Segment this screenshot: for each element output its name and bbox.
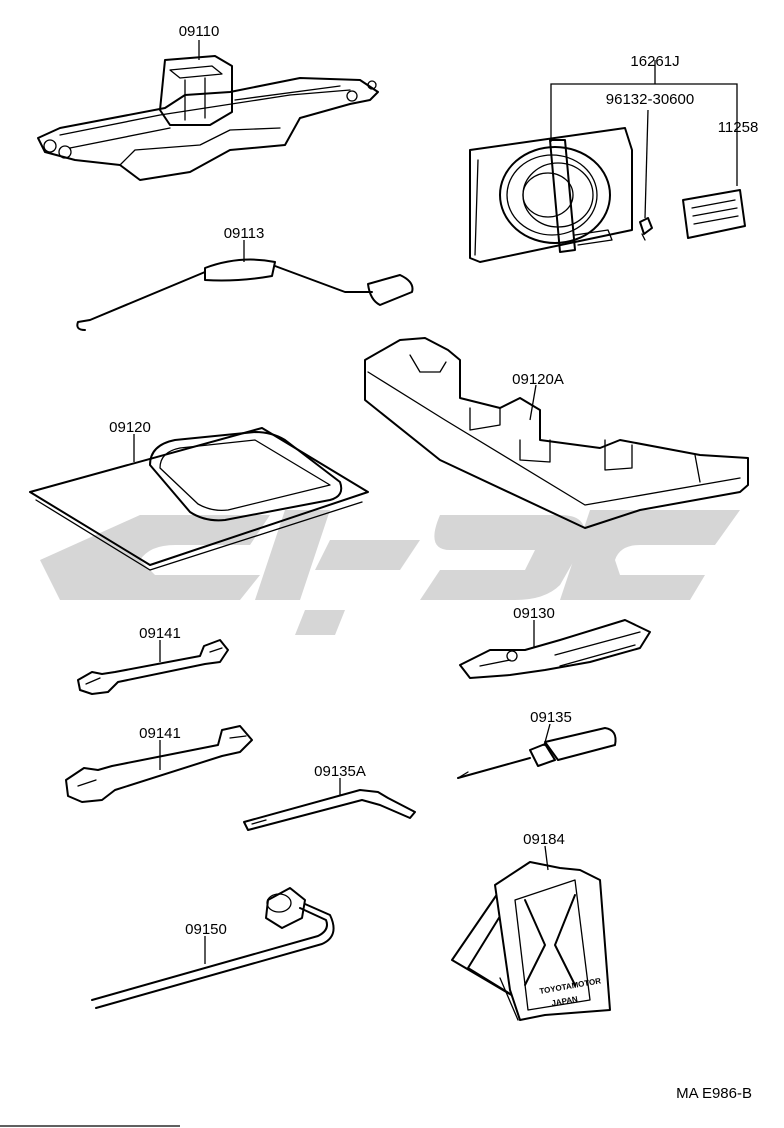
clamp-part-number: 96132-30600	[606, 91, 694, 108]
tray-leader	[529, 384, 537, 421]
jack-part-number: 09110	[179, 23, 220, 40]
tool-bag-part-number: 09120	[109, 419, 151, 436]
wrench-large-illustration	[65, 725, 253, 803]
bag-set-bracket	[550, 83, 738, 186]
jack-handle-illustration	[76, 258, 414, 331]
wrench-small-part-number: 09141	[139, 625, 181, 642]
tray-part-number: 09120A	[512, 371, 564, 388]
label-plate-illustration	[682, 189, 746, 239]
hub-nut-wrench-illustration	[91, 887, 335, 1009]
watermark	[40, 510, 740, 635]
pliers-part-number: 09130	[513, 605, 555, 622]
screwdriver-bar-illustration	[243, 789, 416, 831]
wheel-chock-part-number: 09184	[523, 831, 565, 848]
jack-illustration	[37, 55, 379, 181]
jack-handle-part-number: 09113	[224, 225, 265, 242]
diagram-code: MA E986-B	[676, 1085, 752, 1102]
screwdriver-illustration	[457, 727, 617, 779]
screwdriver-leader	[543, 723, 551, 747]
screwdriver-part-number: 09135	[530, 709, 572, 726]
tray-illustration	[364, 337, 749, 529]
clamp-leader	[644, 109, 649, 219]
tool-bag-illustration	[29, 427, 369, 571]
wheel-chock-leader	[544, 845, 549, 871]
rope-bag-illustration	[469, 127, 633, 263]
label-plate-part-number: 11258	[718, 119, 759, 136]
hub-nut-wrench-part-number: 09150	[185, 921, 227, 938]
wheel-chock-illustration: TOYOTAMOTOR JAPAN	[451, 861, 611, 1021]
bag-set-part-number: 16261J	[630, 53, 679, 70]
wrench-large-part-number: 09141	[139, 725, 181, 742]
clamp-illustration	[639, 217, 653, 241]
screwdriver-bar-part-number: 09135A	[314, 763, 366, 780]
wrench-small-illustration	[77, 639, 229, 695]
pliers-illustration	[459, 619, 651, 679]
